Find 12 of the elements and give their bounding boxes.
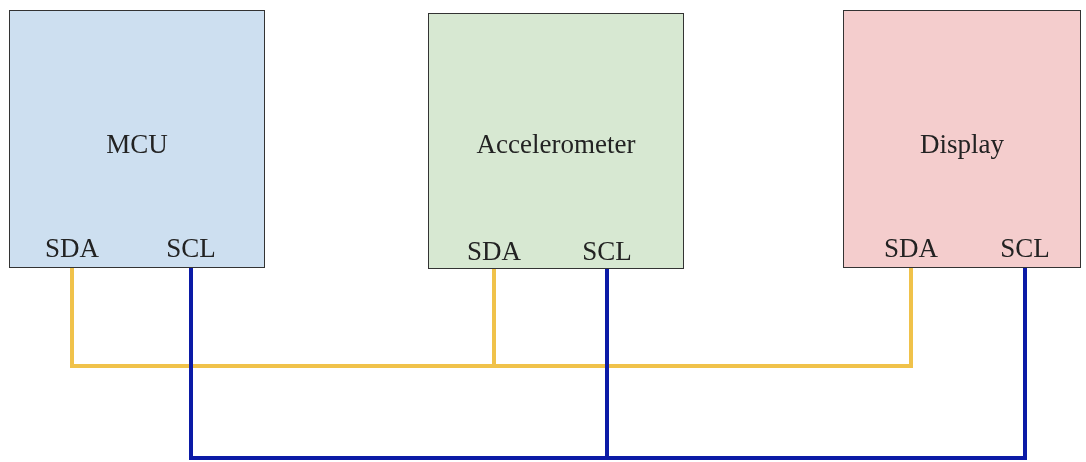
pin-label: SCL — [1000, 233, 1050, 265]
box-title: Display — [920, 129, 1004, 161]
component-box — [428, 13, 684, 269]
box-title: MCU — [106, 129, 168, 161]
box-title: Accelerometer — [476, 129, 636, 161]
component-box — [843, 10, 1081, 268]
pin-label: SCL — [166, 233, 216, 265]
pin-label: SCL — [582, 236, 632, 268]
pin-label: SDA — [467, 236, 521, 268]
pin-label: SDA — [45, 233, 99, 265]
component-box — [9, 10, 265, 268]
pin-label: SDA — [884, 233, 938, 265]
